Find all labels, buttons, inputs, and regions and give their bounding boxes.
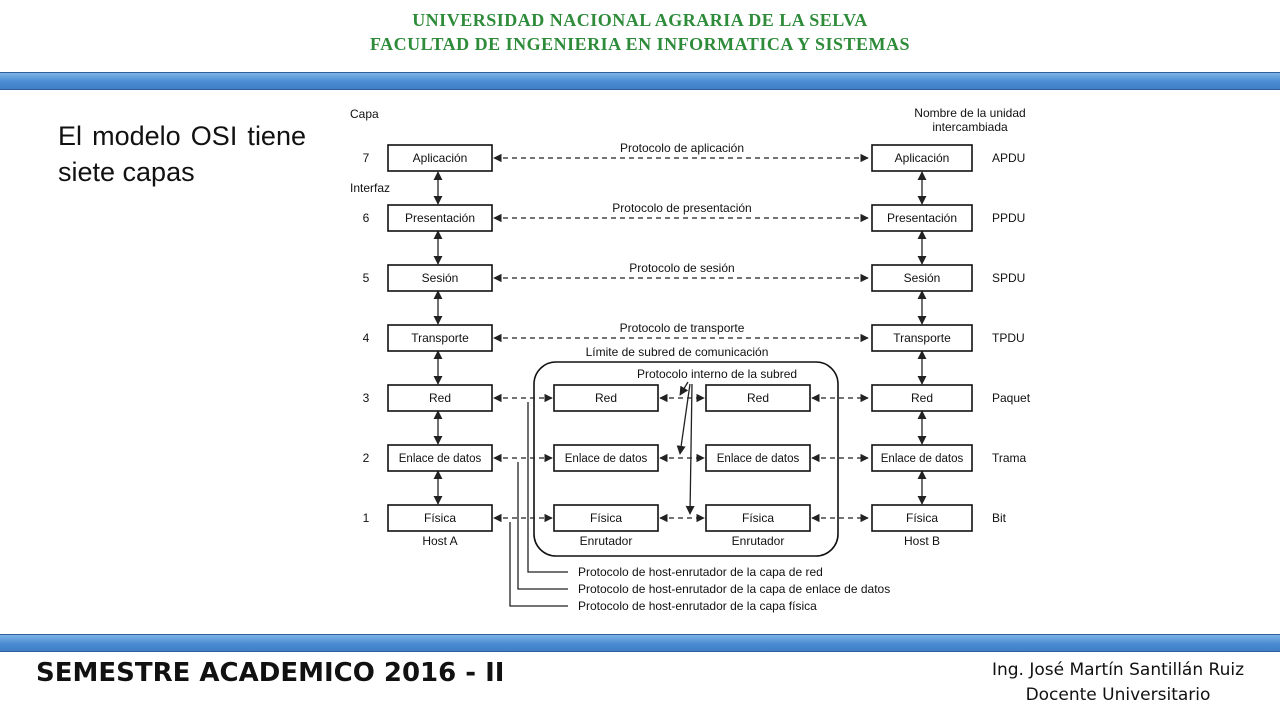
host-a-caption: Host A: [422, 534, 457, 548]
router-2-layer-1-label: Física: [742, 511, 774, 525]
protocol-label-7: Protocolo de aplicación: [620, 141, 744, 155]
router-1-layer-1-label: Física: [590, 511, 622, 525]
router-2-layer-2: [705, 444, 811, 472]
host-a-layer-1: [387, 504, 493, 532]
intro-text: El modelo OSI tiene siete capas: [58, 121, 306, 187]
layer-number-7: 7: [363, 151, 370, 165]
capa-label: Capa: [350, 107, 379, 121]
host-b-layer-3-label: Red: [911, 391, 933, 405]
subnet-arrows: [493, 393, 869, 523]
router-1-layer-3: [553, 384, 659, 412]
host-a-layer-7: [387, 144, 493, 172]
layer-number-2: 2: [363, 451, 370, 465]
host-router-protocol-lines: [509, 402, 568, 607]
top-band: [0, 72, 1280, 90]
internal-protocol-label: Protocolo interno de la subred: [637, 367, 797, 381]
host-b-layer-2-label: Enlace de datos: [881, 453, 964, 465]
osi-model-diagram: Capa Interfaz Nombre de la unidad interc…: [350, 106, 1030, 613]
unit-header-line1: Nombre de la unidad: [914, 106, 1025, 120]
host-a-layer-4: [387, 324, 493, 352]
unit-layer-5: SPDU: [992, 271, 1025, 285]
host-router-protocol-enlace: Protocolo de host-enrutador de la capa d…: [578, 582, 890, 596]
protocol-label-5: Protocolo de sesión: [629, 261, 734, 275]
host-b-layer-5-label: Sesión: [904, 271, 941, 285]
host-b-layer-1: [871, 504, 973, 532]
unit-layer-6: PPDU: [992, 211, 1025, 225]
peer-protocol-arrows: [493, 153, 869, 343]
host-b-layer-6-label: Presentación: [887, 211, 957, 225]
faculty-name: FACULTAD DE INGENIERIA EN INFORMATICA Y …: [369, 34, 911, 54]
router-1-layer-2-label: Enlace de datos: [565, 453, 648, 465]
internal-protocol-pointers: [676, 381, 695, 515]
unit-layer-7: APDU: [992, 151, 1025, 165]
host-a-layer-5-label: Sesión: [422, 271, 459, 285]
protocol-label-6: Protocolo de presentación: [612, 201, 751, 215]
author-role: Docente Universitario: [1025, 685, 1211, 705]
author-name: Ing. José Martín Santillán Ruiz: [991, 660, 1244, 680]
layer-number-1: 1: [363, 511, 370, 525]
unit-layer-3: Paquete: [992, 391, 1030, 405]
host-router-protocol-red: Protocolo de host-enrutador de la capa d…: [578, 565, 823, 579]
host-a-layer-4-label: Transporte: [411, 331, 469, 345]
host-b-layer-6: [871, 204, 973, 232]
router-1-layer-3-label: Red: [595, 391, 617, 405]
author-block: Ing. José Martín Santillán Ruiz Docente …: [992, 658, 1244, 708]
unit-layer-1: Bit: [992, 511, 1007, 525]
host-a-layer-1-label: Física: [424, 511, 456, 525]
host-b-layer-1-label: Física: [906, 511, 938, 525]
host-b-layer-4-label: Transporte: [893, 331, 951, 345]
host-a-layer-3: [387, 384, 493, 412]
unit-layer-2: Trama: [992, 451, 1027, 465]
host-b-layer-7-label: Aplicación: [895, 151, 950, 165]
host-a-layer-3-label: Red: [429, 391, 451, 405]
router-2-layer-3: [705, 384, 811, 412]
host-b-layer-2: [871, 444, 973, 472]
unit-layer-4: TPDU: [992, 331, 1025, 345]
host-b-layer-3: [871, 384, 973, 412]
semester-label: SEMESTRE ACADEMICO 2016 - II: [36, 658, 505, 688]
host-b-caption: Host B: [904, 534, 940, 548]
router-2-layer-2-label: Enlace de datos: [717, 453, 800, 465]
host-b-layer-4: [871, 324, 973, 352]
host-a-layer-2-label: Enlace de datos: [399, 453, 482, 465]
host-a-layer-5: [387, 264, 493, 292]
university-name: UNIVERSIDAD NACIONAL AGRARIA DE LA SELVA: [412, 10, 868, 30]
layer-number-4: 4: [363, 331, 370, 345]
router-1-layer-2: [553, 444, 659, 472]
router-1-layer-1: [553, 504, 659, 532]
layer-number-6: 6: [363, 211, 370, 225]
router-1-caption: Enrutador: [580, 534, 633, 548]
layer-number-3: 3: [363, 391, 370, 405]
host-a-layer-6: [387, 204, 493, 232]
unit-header-line2: intercambiada: [932, 120, 1008, 134]
subnet-limit-label: Límite de subred de comunicación: [586, 345, 769, 359]
header: UNIVERSIDAD NACIONAL AGRARIA DE LA SELVA…: [0, 0, 1280, 56]
interfaz-label: Interfaz: [350, 181, 390, 195]
host-a-layer-6-label: Presentación: [405, 211, 475, 225]
bottom-band: [0, 634, 1280, 652]
interlayer-arrows: [433, 171, 927, 505]
host-b-layer-7: [871, 144, 973, 172]
host-a-layer-2: [387, 444, 493, 472]
protocol-label-4: Protocolo de transporte: [620, 321, 745, 335]
host-a-layer-7-label: Aplicación: [413, 151, 468, 165]
layer-number-5: 5: [363, 271, 370, 285]
host-b-layer-5: [871, 264, 973, 292]
router-2-caption: Enrutador: [732, 534, 785, 548]
router-2-layer-3-label: Red: [747, 391, 769, 405]
router-2-layer-1: [705, 504, 811, 532]
host-router-protocol-fisica: Protocolo de host-enrutador de la capa f…: [578, 599, 817, 613]
